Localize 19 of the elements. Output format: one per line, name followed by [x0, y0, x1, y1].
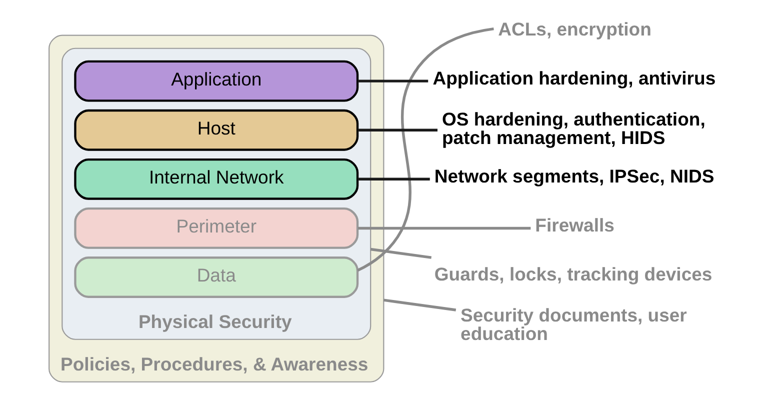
connector [383, 298, 456, 312]
node-box: Application [74, 60, 358, 102]
node-text: Guards, locks, tracking devices [434, 264, 712, 285]
node-box: Host [74, 109, 358, 151]
node-text: ACLs, encryption [498, 18, 651, 40]
node-text: Network segments, IPSec, NIDS [434, 166, 714, 187]
connector [358, 178, 430, 181]
node-text: OS hardening, authentication, patch management, HIDS [441, 108, 705, 148]
node-text: Application hardening, antivirus [432, 67, 716, 88]
node-box: Perimeter [74, 208, 358, 249]
connector [358, 128, 437, 132]
connector [358, 226, 530, 230]
node-box: Data [74, 256, 358, 298]
connector [370, 248, 432, 259]
connector [356, 27, 494, 272]
connector [358, 80, 428, 82]
node-text: Firewalls [534, 214, 614, 236]
node-text: Security documents, user education [460, 304, 686, 344]
node-box: Internal Network [74, 158, 358, 200]
